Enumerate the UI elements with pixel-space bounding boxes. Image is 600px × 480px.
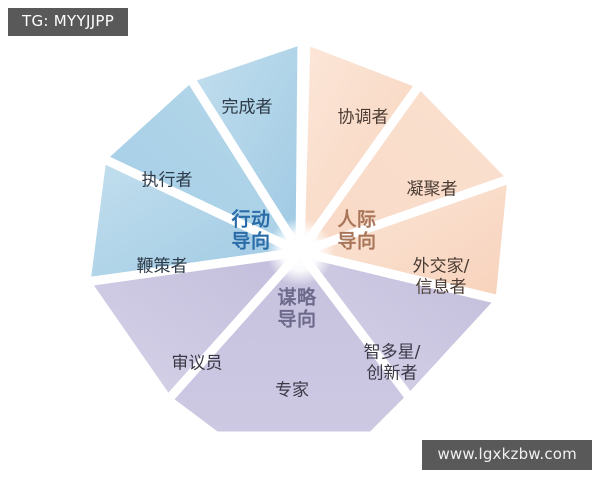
telegram-handle-badge: TG: MYYJJPP [8,8,129,36]
site-watermark: www.lgxkzbw.com [422,440,592,470]
segment-wedge-coordinator [295,35,425,257]
wheel-hub-glow [266,218,334,286]
